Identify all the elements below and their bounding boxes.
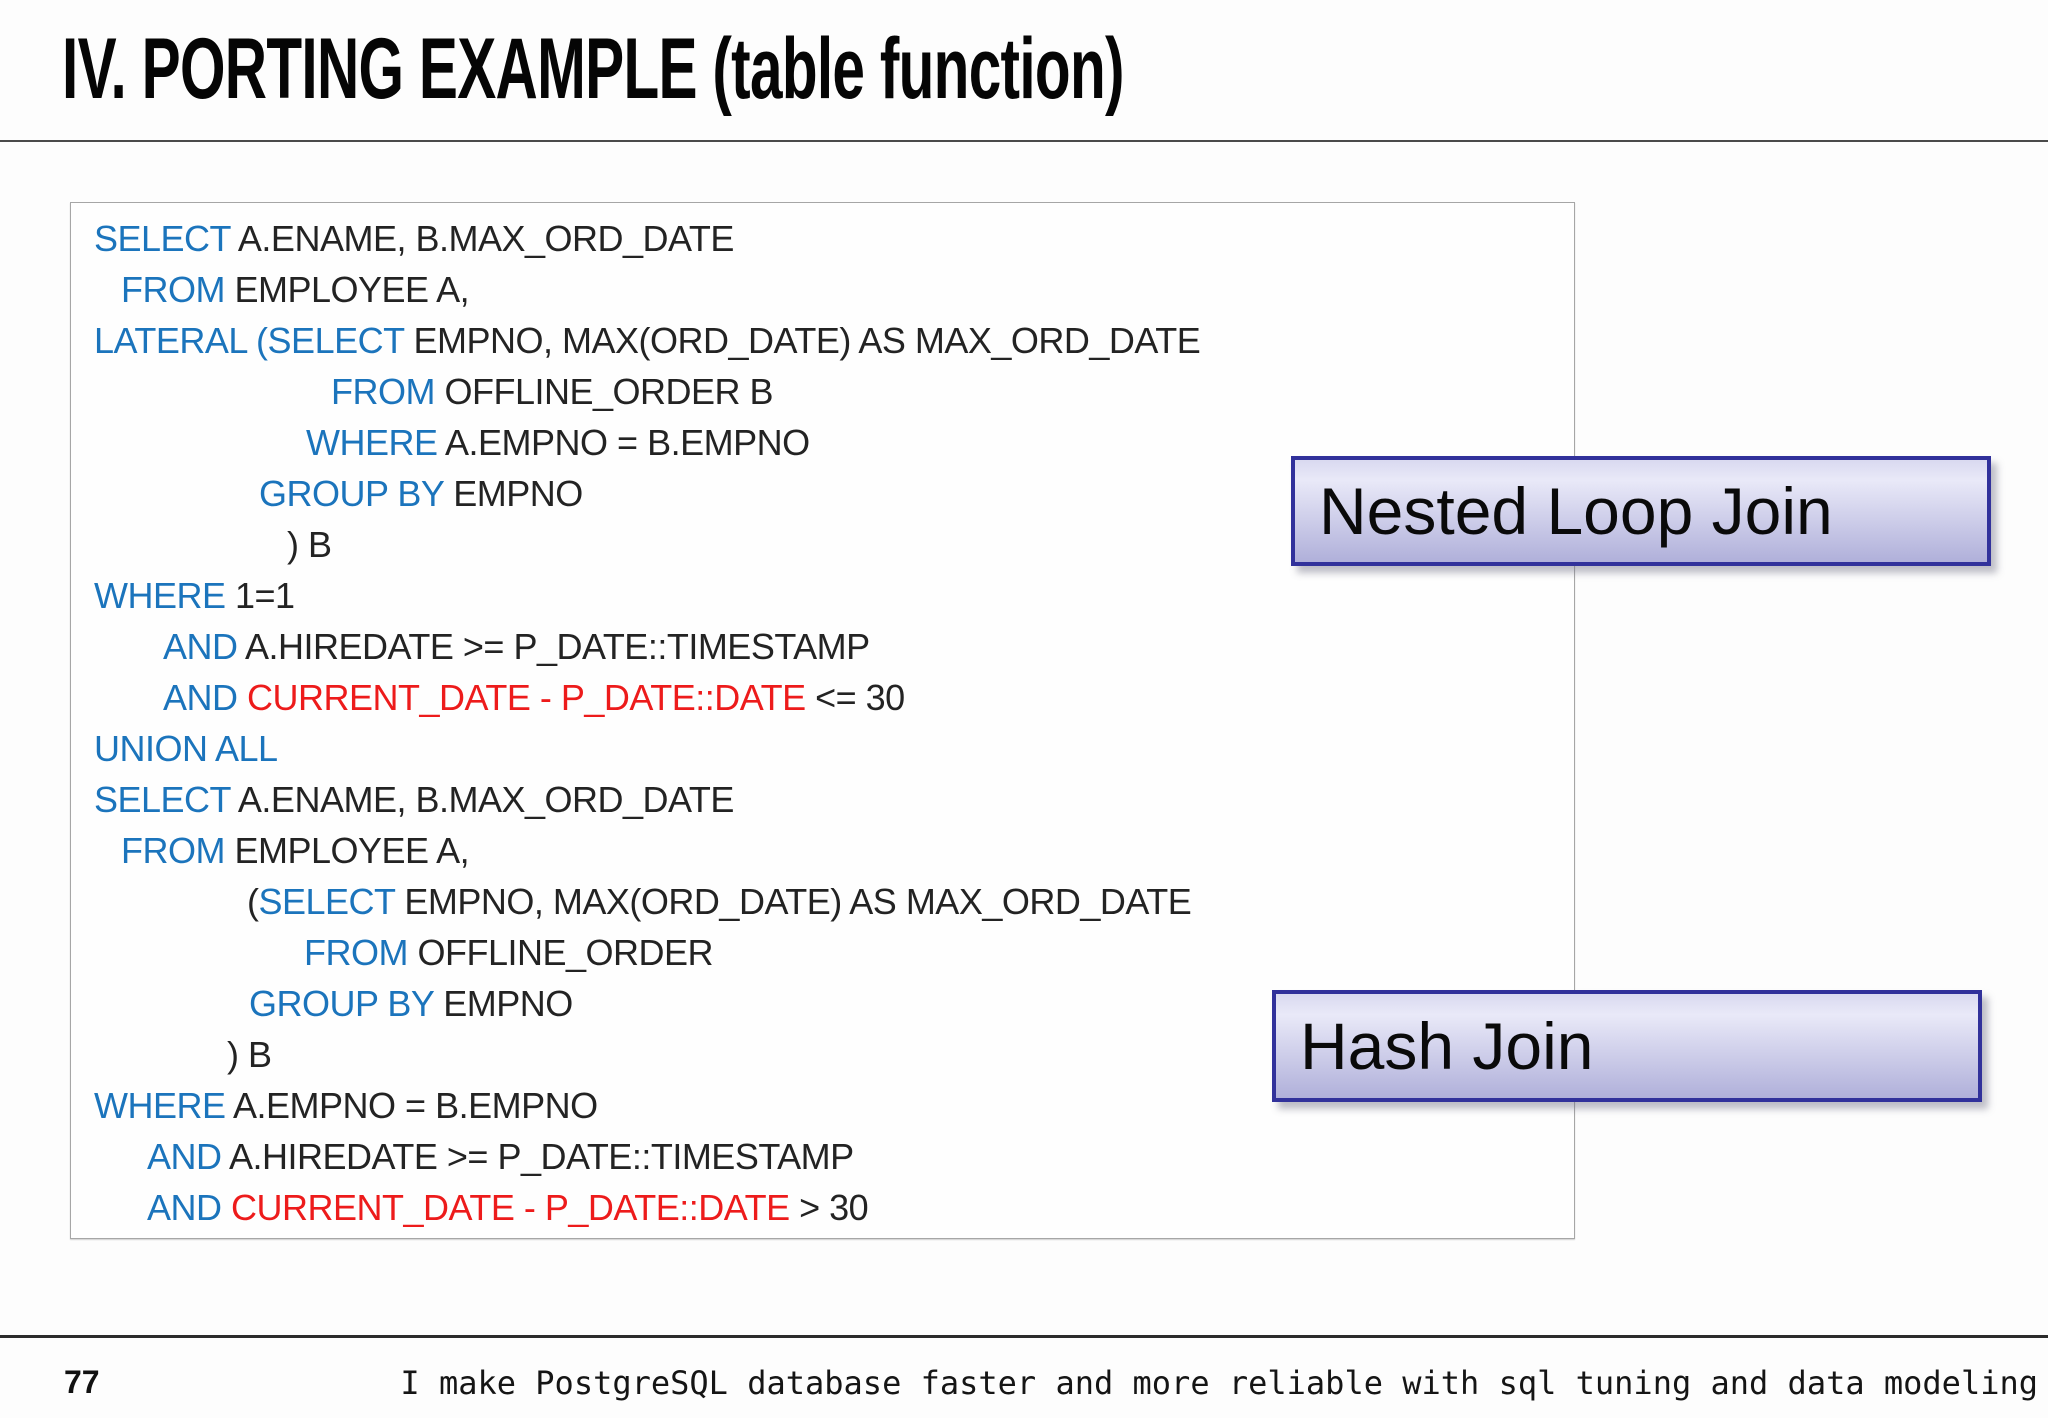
footer-tagline: I make PostgreSQL database faster and mo… [400, 1364, 2038, 1402]
code-line: AND A.HIREDATE >= P_DATE::TIMESTAMP [71, 621, 1574, 672]
code-segment-tx: ) B [227, 1034, 272, 1075]
code-segment-kw: AND [163, 626, 238, 667]
code-segment-tx: OFFLINE_ORDER B [434, 371, 774, 412]
code-segment-kw: SELECT [94, 779, 231, 820]
code-segment-kw: GROUP BY [259, 473, 444, 514]
code-segment-tx: A.HIREDATE >= P_DATE::TIMESTAMP [237, 626, 870, 667]
code-segment-kw: AND [147, 1136, 222, 1177]
code-segment-tx: ( [247, 881, 259, 922]
code-segment-tx: A.HIREDATE >= P_DATE::TIMESTAMP [221, 1136, 854, 1177]
code-line: GROUP BY EMPNO [71, 978, 1574, 1029]
code-segment-tx: A.EMPNO = B.EMPNO [225, 1085, 598, 1126]
title-divider [0, 140, 2048, 142]
code-segment-kw: FROM [121, 269, 225, 310]
code-segment-tx: ) B [287, 524, 332, 565]
code-segment-kw: FROM [121, 830, 225, 871]
code-line: (SELECT EMPNO, MAX(ORD_DATE) AS MAX_ORD_… [71, 876, 1574, 927]
code-segment-tx [222, 1187, 232, 1228]
hash-join-callout: Hash Join [1272, 990, 1982, 1102]
code-line: UNION ALL [71, 723, 1574, 774]
code-line: SELECT A.ENAME, B.MAX_ORD_DATE [71, 213, 1574, 264]
code-segment-kw: UNION ALL [94, 728, 278, 769]
code-line: WHERE 1=1 [71, 570, 1574, 621]
code-segment-tx: EMPNO [433, 983, 573, 1024]
code-line: ) B [71, 519, 1574, 570]
code-segment-kw: SELECT [94, 218, 231, 259]
code-segment-tx: A.ENAME, B.MAX_ORD_DATE [230, 218, 734, 259]
code-segment-tx: EMPLOYEE A, [224, 269, 470, 310]
code-line: AND A.HIREDATE >= P_DATE::TIMESTAMP [71, 1131, 1574, 1182]
page-title: IV. PORTING EXAMPLE (table function) [62, 21, 1124, 117]
code-line: FROM EMPLOYEE A, [71, 264, 1574, 315]
code-segment-tx: A.EMPNO = B.EMPNO [437, 422, 810, 463]
code-segment-tx: EMPLOYEE A, [224, 830, 470, 871]
code-segment-tx: <= 30 [805, 677, 905, 718]
code-line: WHERE A.EMPNO = B.EMPNO [71, 417, 1574, 468]
code-line: WHERE A.EMPNO = B.EMPNO [71, 1080, 1574, 1131]
code-segment-kw: FROM [331, 371, 435, 412]
code-segment-kw: WHERE [306, 422, 438, 463]
code-line: GROUP BY EMPNO [71, 468, 1574, 519]
code-line: FROM OFFLINE_ORDER [71, 927, 1574, 978]
code-line: ) B [71, 1029, 1574, 1080]
code-line: FROM EMPLOYEE A, [71, 825, 1574, 876]
code-segment-kw: GROUP BY [249, 983, 434, 1024]
code-segment-kw: FROM [304, 932, 408, 973]
footer-divider [0, 1335, 2048, 1338]
nested-loop-join-label: Nested Loop Join [1319, 474, 1833, 548]
code-segment-red: CURRENT_DATE - P_DATE::DATE [247, 677, 806, 718]
code-segment-tx: EMPNO, MAX(ORD_DATE) AS MAX_ORD_DATE [394, 881, 1192, 922]
code-line: SELECT A.ENAME, B.MAX_ORD_DATE [71, 774, 1574, 825]
code-segment-tx: > 30 [789, 1187, 869, 1228]
code-segment-kw: WHERE [94, 575, 226, 616]
nested-loop-join-callout: Nested Loop Join [1291, 456, 1991, 566]
code-line: LATERAL (SELECT EMPNO, MAX(ORD_DATE) AS … [71, 315, 1574, 366]
code-segment-kw: AND [147, 1187, 222, 1228]
code-segment-tx: OFFLINE_ORDER [407, 932, 714, 973]
code-segment-kw: LATERAL (SELECT [94, 320, 404, 361]
code-line: FROM OFFLINE_ORDER B [71, 366, 1574, 417]
code-segment-kw: SELECT [258, 881, 396, 922]
code-segment-tx: EMPNO [443, 473, 583, 514]
code-line: AND CURRENT_DATE - P_DATE::DATE <= 30 [71, 672, 1574, 723]
code-segment-red: CURRENT_DATE - P_DATE::DATE [231, 1187, 790, 1228]
hash-join-label: Hash Join [1300, 1009, 1594, 1083]
code-segment-tx: 1=1 [225, 575, 295, 616]
code-segment-kw: AND [163, 677, 238, 718]
code-segment-tx: A.ENAME, B.MAX_ORD_DATE [230, 779, 734, 820]
code-segment-tx [238, 677, 248, 718]
code-segment-kw: WHERE [94, 1085, 226, 1126]
page-number: 77 [64, 1364, 100, 1400]
code-segment-tx: EMPNO, MAX(ORD_DATE) AS MAX_ORD_DATE [403, 320, 1201, 361]
code-line: AND CURRENT_DATE - P_DATE::DATE > 30 [71, 1182, 1574, 1233]
